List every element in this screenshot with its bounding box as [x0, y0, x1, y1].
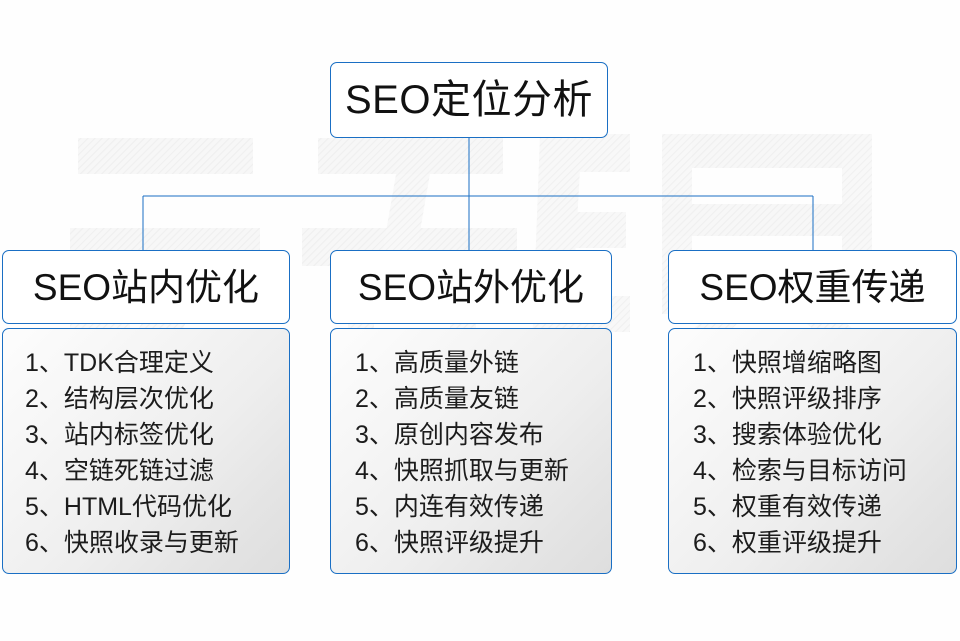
branch-list-2: 1、高质量外链 2、高质量友链 3、原创内容发布 4、快照抓取与更新 5、内连有… [330, 328, 612, 574]
list-item: 5、内连有效传递 [355, 493, 544, 521]
branch-list-3: 1、快照增缩略图 2、快照评级排序 3、搜索体验优化 4、检索与目标访问 5、权… [668, 328, 957, 574]
list-item: 4、快照抓取与更新 [355, 457, 569, 485]
branch-header-label-3: SEO权重传递 [699, 266, 926, 308]
branch-header-label-1: SEO站内优化 [32, 266, 260, 308]
root-node[interactable]: SEO定位分析 [330, 62, 608, 138]
list-item: 2、高质量友链 [355, 385, 519, 413]
list-item: 3、站内标签优化 [25, 421, 214, 449]
branch-header-label-2: SEO站外优化 [357, 266, 585, 308]
list-item: 4、检索与目标访问 [693, 457, 907, 485]
list-item: 4、空链死链过滤 [25, 457, 214, 485]
branch-column-1: SEO站内优化 1、TDK合理定义 2、结构层次优化 3、站内标签优化 4、空链… [2, 250, 290, 574]
list-item: 6、快照收录与更新 [25, 529, 239, 557]
list-item: 6、快照评级提升 [355, 529, 544, 557]
branch-header-3[interactable]: SEO权重传递 [668, 250, 957, 324]
branch-header-1[interactable]: SEO站内优化 [2, 250, 290, 324]
list-item: 2、快照评级排序 [693, 385, 882, 413]
list-item: 1、高质量外链 [355, 349, 519, 377]
list-item: 3、原创内容发布 [355, 421, 544, 449]
list-item: 6、权重评级提升 [693, 529, 882, 557]
list-item: 3、搜索体验优化 [693, 421, 882, 449]
branch-column-3: SEO权重传递 1、快照增缩略图 2、快照评级排序 3、搜索体验优化 4、检索与… [668, 250, 957, 574]
list-item: 5、权重有效传递 [693, 493, 882, 521]
branch-list-1: 1、TDK合理定义 2、结构层次优化 3、站内标签优化 4、空链死链过滤 5、H… [2, 328, 290, 574]
branch-column-2: SEO站外优化 1、高质量外链 2、高质量友链 3、原创内容发布 4、快照抓取与… [330, 250, 612, 574]
list-item: 2、结构层次优化 [25, 385, 214, 413]
branch-header-2[interactable]: SEO站外优化 [330, 250, 612, 324]
list-item: 1、TDK合理定义 [25, 349, 214, 377]
list-item: 1、快照增缩略图 [693, 349, 882, 377]
root-node-label: SEO定位分析 [345, 78, 593, 122]
list-item: 5、HTML代码优化 [25, 493, 232, 521]
